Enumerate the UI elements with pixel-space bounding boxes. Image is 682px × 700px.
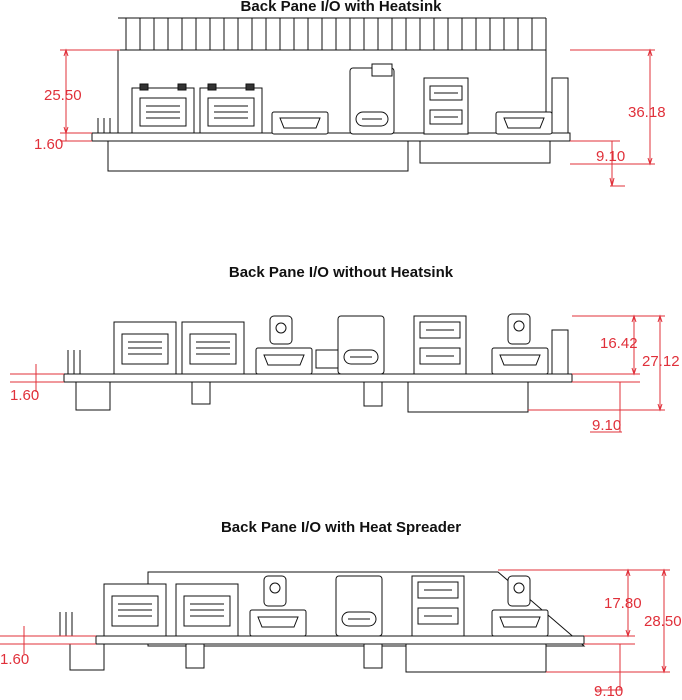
dim-pcb-thickness-label: 1.60 [0, 651, 29, 668]
dim-total-height-label: 36.18 [628, 104, 666, 121]
dim-pcb-thickness-label: 1.60 [34, 136, 63, 153]
dim-bottom-label: 9.10 [592, 417, 621, 434]
bottom-bracket [419, 140, 551, 164]
standoff-1 [185, 643, 205, 669]
hdmi-port-1 [271, 111, 329, 135]
side-bracket [551, 77, 569, 134]
mount-tab-1 [269, 315, 293, 345]
dim-total-height-label: 28.50 [644, 613, 682, 630]
standoff-2 [363, 643, 383, 669]
standoff-1 [191, 381, 211, 405]
hdmi-port-1 [249, 609, 307, 637]
standoff-2 [363, 381, 383, 407]
panel-3-title: Back Pane I/O with Heat Spreader [220, 519, 462, 536]
pin-header [59, 612, 73, 636]
rj45-port-1 [131, 83, 195, 134]
bottom-chassis [107, 140, 409, 172]
panel-2-title: Back Pane I/O without Heatsink [228, 264, 454, 281]
dimension-lines [60, 48, 655, 187]
dim-port-height-label: 17.80 [604, 595, 642, 612]
pin-header [67, 350, 81, 374]
dimension-lines [0, 568, 670, 691]
panel-1-drawing: 25.50 1.60 36.18 9.10 [34, 17, 666, 187]
heatsink-fins [118, 17, 547, 50]
rj45-port-2 [175, 583, 239, 637]
bottom-connector [69, 643, 105, 671]
bottom-connector [75, 381, 111, 411]
panel-3-drawing: 17.80 28.50 1.60 9.10 [0, 568, 682, 700]
small-connector [315, 349, 339, 369]
panel-1-title: Back Pane I/O with Heatsink [240, 0, 442, 15]
usb-c-port [349, 63, 395, 135]
mount-tab-2 [507, 575, 531, 607]
usb-a-stack [411, 575, 465, 637]
hdmi-port-2 [491, 609, 549, 637]
pcb-board [63, 373, 573, 383]
rj45-port-1 [103, 583, 167, 637]
dim-total-height-label: 27.12 [642, 353, 680, 370]
pin-header [97, 118, 111, 133]
rj45-port-2 [181, 321, 245, 375]
usb-c-port [335, 575, 383, 637]
dim-height-label: 25.50 [44, 87, 82, 104]
hdmi-port-1 [255, 347, 313, 375]
usb-a-stack [423, 77, 469, 135]
dim-pcb-thickness-label: 1.60 [10, 387, 39, 404]
hdmi-port-2 [491, 347, 549, 375]
hdmi-port-2 [495, 111, 553, 135]
pcb-board [95, 635, 585, 645]
mount-tab-2 [507, 313, 531, 345]
mount-tab-1 [263, 575, 287, 607]
bottom-bracket [407, 381, 529, 413]
side-bracket [551, 329, 569, 375]
rj45-port-2 [199, 83, 263, 134]
dim-bottom-label: 9.10 [596, 148, 625, 165]
panel-2-drawing: 16.42 27.12 1.60 9.10 [10, 313, 680, 434]
usb-a-stack [413, 315, 467, 375]
rj45-port-1 [113, 321, 177, 375]
usb-c-port [337, 315, 385, 375]
dim-port-height-label: 16.42 [600, 335, 638, 352]
dim-bottom-label: 9.10 [594, 683, 623, 700]
dimension-lines [10, 314, 665, 433]
bottom-bracket [405, 643, 547, 673]
